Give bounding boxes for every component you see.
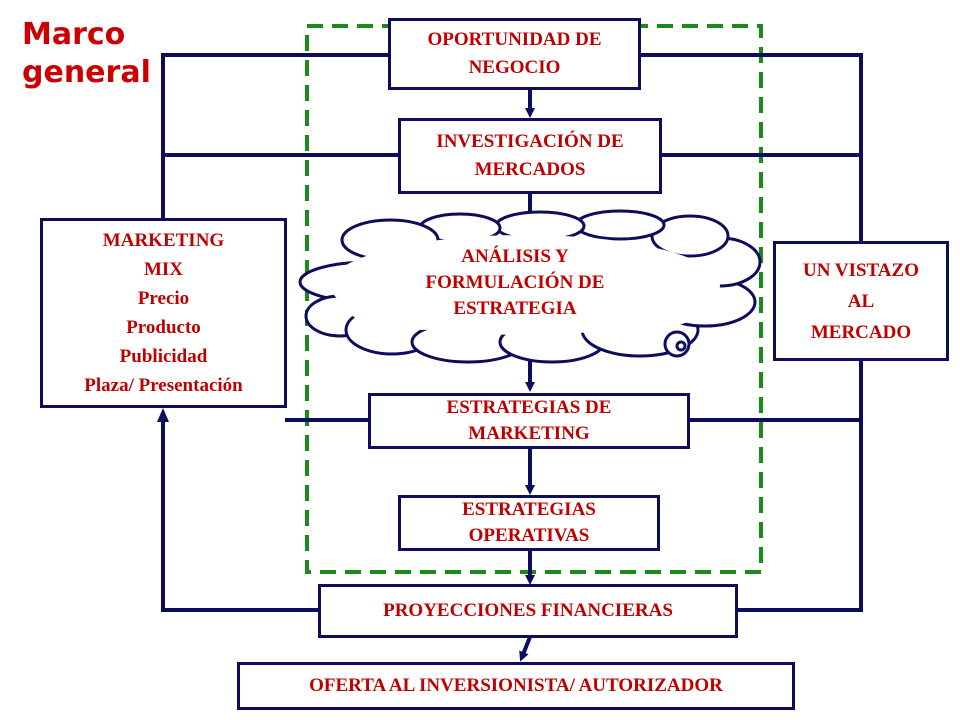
node-estrategias-de-marketing: ESTRATEGIAS DE MARKETING: [368, 393, 690, 449]
node-analisis-estrategia: ANÁLISIS Y FORMULACIÓN DE ESTRATEGIA: [380, 244, 650, 322]
node-marketing-mix-line-5: Publicidad: [119, 346, 208, 367]
node-oferta-line-1: OFERTA AL INVERSIONISTA/ AUTORIZADOR: [309, 675, 723, 696]
node-un-vistazo-al-mercado: UN VISTAZO AL MERCADO: [773, 241, 949, 361]
node-marketing-mix-line-4: Producto: [126, 317, 201, 338]
node-investigacion-de-mercados: INVESTIGACIÓN DE MERCADOS: [398, 118, 662, 194]
node-estrategias-operativas-line-1: ESTRATEGIAS: [462, 499, 596, 520]
node-analisis-line-3: ESTRATEGIA: [453, 298, 577, 319]
node-oferta-inversionista: OFERTA AL INVERSIONISTA/ AUTORIZADOR: [237, 662, 795, 710]
node-vistazo-line-1: UN VISTAZO: [803, 259, 919, 281]
node-oportunidad-de-negocio: OPORTUNIDAD DE NEGOCIO: [388, 18, 641, 90]
node-investigacion-line-2: MERCADOS: [474, 159, 586, 180]
node-estrategias-marketing-line-1: ESTRATEGIAS DE: [446, 397, 612, 418]
node-vistazo-line-2: AL: [847, 290, 875, 312]
node-proyecciones-financieras: PROYECCIONES FINANCIERAS: [318, 584, 738, 638]
node-marketing-mix-line-2: MIX: [143, 259, 184, 280]
node-estrategias-operativas: ESTRATEGIAS OPERATIVAS: [398, 495, 660, 551]
node-analisis-line-1: ANÁLISIS Y: [461, 246, 569, 267]
node-estrategias-operativas-line-2: OPERATIVAS: [468, 525, 590, 546]
arrow-head-marketing-mix: [157, 408, 169, 422]
node-investigacion-line-1: INVESTIGACIÓN DE: [436, 131, 624, 152]
node-marketing-mix-line-3: Precio: [137, 288, 190, 309]
node-marketing-mix-line-6: Plaza/ Presentación: [84, 375, 243, 396]
page-title: Marco general: [22, 17, 151, 90]
node-oportunidad-line-2: NEGOCIO: [468, 57, 561, 78]
connector-proyecciones-left: [161, 419, 320, 612]
node-analisis-line-2: FORMULACIÓN DE: [425, 272, 605, 293]
node-oportunidad-line-1: OPORTUNIDAD DE: [427, 29, 602, 50]
connector-oportunidad-left: [161, 53, 390, 220]
node-estrategias-marketing-line-2: MARKETING: [468, 423, 590, 444]
arrow-proyecciones-oferta: [519, 636, 532, 662]
node-marketing-mix-line-1: MARKETING: [102, 230, 225, 251]
node-vistazo-line-3: MERCADO: [810, 321, 912, 343]
cloud-tail-bubble-small: [675, 340, 687, 352]
cloud-shape: [298, 209, 762, 364]
node-proyecciones-line-1: PROYECCIONES FINANCIERAS: [383, 600, 673, 621]
node-marketing-mix: MARKETING MIX Precio Producto Publicidad…: [40, 218, 287, 408]
